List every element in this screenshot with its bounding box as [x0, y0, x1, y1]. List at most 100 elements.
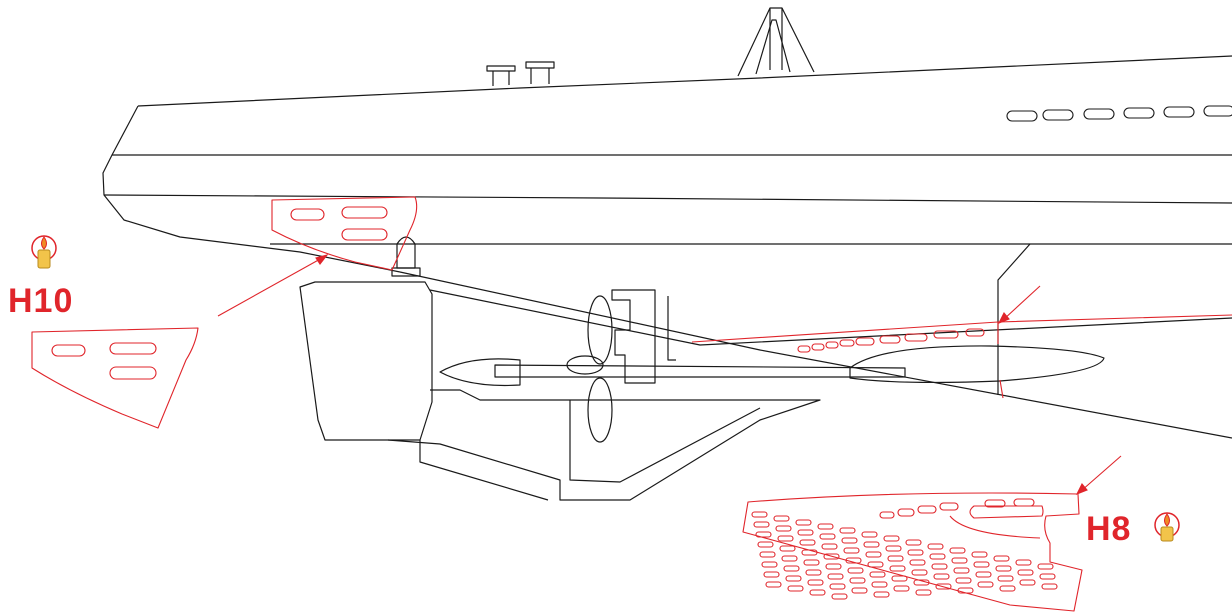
vent-slot [909, 559, 926, 566]
vent-slot [999, 585, 1016, 592]
vent-slot [809, 589, 826, 596]
hull-inner-line [429, 289, 1232, 346]
vent-slot [801, 549, 818, 556]
vent-slot [851, 587, 868, 594]
vent-slot [929, 553, 946, 560]
vent-slot [757, 541, 774, 548]
vent-slot [819, 533, 836, 540]
hull-stern-outline [102, 105, 401, 273]
vent-slot [893, 585, 910, 592]
deck-fittings [486, 61, 555, 86]
vent-slot [773, 515, 790, 522]
vent-slot [843, 547, 860, 554]
part-label-h10: H10 [8, 282, 74, 320]
vent-slot [953, 567, 970, 574]
vent-slot [861, 531, 878, 538]
arrow-h8-lower [1080, 455, 1122, 492]
submarine-hull [102, 7, 1232, 501]
vent-slot [785, 575, 802, 582]
vent-slot [817, 523, 834, 530]
part-label-h8: H8 [1086, 510, 1132, 548]
vent-slot [821, 543, 838, 550]
vent-slot [949, 547, 966, 554]
deck-vents [1006, 105, 1232, 122]
vent-slot [915, 589, 932, 596]
vent-slot [995, 565, 1012, 572]
vent-slot [775, 525, 792, 532]
vent-slot [873, 591, 890, 598]
vent-slot [977, 581, 994, 588]
vent-slot [883, 535, 900, 542]
vent-slot [823, 553, 840, 560]
vent-slot [849, 577, 866, 584]
vent-slot [1019, 579, 1036, 586]
arrow-h10 [217, 257, 323, 317]
vent-slot [955, 577, 972, 584]
vent-slot [1041, 583, 1058, 590]
vent-slot [975, 571, 992, 578]
vent-slot [797, 529, 814, 536]
vent-slot [761, 561, 778, 568]
vent-slot [777, 535, 794, 542]
vent-slot [931, 563, 948, 570]
vent-slot [841, 537, 858, 544]
vent-slot [907, 549, 924, 556]
vent-slot [753, 521, 770, 528]
vent-slot [805, 569, 822, 576]
vent-slot [905, 539, 922, 546]
vent-slot [765, 581, 782, 588]
vent-slot [787, 585, 804, 592]
rudder-bracket [611, 289, 656, 384]
vent-slot [935, 583, 952, 590]
vent-slot [891, 575, 908, 582]
propeller-shaft [494, 364, 906, 378]
vent-slot [871, 581, 888, 588]
vent-slot [781, 555, 798, 562]
vent-slot [913, 579, 930, 586]
vent-slot [997, 575, 1014, 582]
vent-slot [957, 587, 974, 594]
hydroplane-right [849, 345, 1105, 384]
vent-slot [783, 565, 800, 572]
vent-slot [825, 563, 842, 570]
vent-slot [847, 567, 864, 574]
aft-hydroplane [439, 358, 521, 387]
part-h10-loose [31, 327, 199, 429]
vent-slot [1039, 573, 1056, 580]
vent-slot [845, 557, 862, 564]
antenna-mast [737, 7, 815, 77]
vent-slot [755, 531, 772, 538]
part-h8-installed [691, 314, 1232, 399]
vent-slot [803, 559, 820, 566]
vent-slot [1017, 569, 1034, 576]
part-h8-loose [742, 492, 1083, 612]
vent-slot [795, 519, 812, 526]
vent-slot [863, 541, 880, 548]
vent-slot [867, 561, 884, 568]
arrow-h8-upper [1002, 285, 1041, 321]
vent-slot [927, 543, 944, 550]
vent-slot [827, 573, 844, 580]
vent-slot [763, 571, 780, 578]
vent-slot [759, 551, 776, 558]
vent-slot [971, 551, 988, 558]
vent-slot [865, 551, 882, 558]
vent-slot [807, 579, 824, 586]
vent-slot [973, 561, 990, 568]
vent-slot [885, 545, 902, 552]
vent-slot [951, 557, 968, 564]
vent-slot [933, 573, 950, 580]
vent-slot [799, 539, 816, 546]
propeller [566, 295, 613, 443]
skeg [387, 389, 821, 501]
vent-slot [751, 511, 768, 518]
candle-icon [31, 235, 57, 269]
vent-slot [829, 583, 846, 590]
vent-slot [779, 545, 796, 552]
hull-lower-line [103, 194, 1232, 204]
hull-deck-line [137, 55, 1232, 107]
vent-slot [889, 565, 906, 572]
vent-slot [1015, 559, 1032, 566]
vent-slot [869, 571, 886, 578]
